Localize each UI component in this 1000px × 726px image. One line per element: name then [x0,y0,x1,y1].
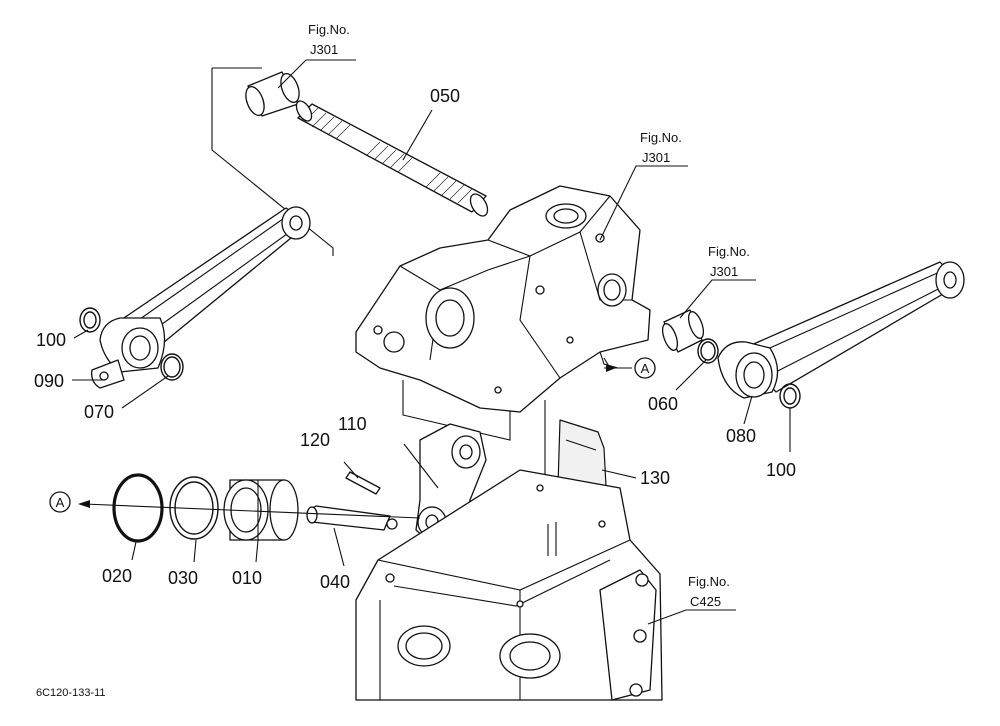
hydraulic-lift-housing [355,185,651,413]
piston-010 [223,479,299,541]
snap-ring-left [79,307,101,333]
arrow-to-a-left [78,500,90,508]
part-label-020: 020 [102,566,132,586]
part-label-100-right: 100 [766,460,796,480]
lift-arm-right [717,261,965,399]
part-label-010: 010 [232,568,262,588]
fig-ref-label: Fig.No. [688,574,730,589]
o-ring-070 [160,353,184,381]
fig-ref-number: J301 [710,264,738,279]
marker-a-left-text: A [56,495,65,510]
marker-a-right-text: A [641,361,650,376]
part-label-040: 040 [320,572,350,592]
axis-line-piston [83,503,421,519]
piston-rod-040 [306,505,398,531]
o-ring-060 [697,338,719,364]
drawing-code: 6C120-133-11 [36,687,106,699]
lift-arm-left [91,206,311,389]
pin-120 [345,471,381,495]
part-label-090: 090 [34,371,64,391]
fig-ref-label: Fig.No. [640,130,682,145]
bushing-top [245,71,300,117]
fig-ref-j301-right: Fig.No. J301 [708,244,750,279]
part-label-030: 030 [168,568,198,588]
part-label-080: 080 [726,426,756,446]
part-label-100-left: 100 [36,330,66,350]
part-label-070: 070 [84,402,114,422]
part-label-130: 130 [640,468,670,488]
part-label-050: 050 [430,86,460,106]
fig-ref-label: Fig.No. [308,22,350,37]
part-label-060: 060 [648,394,678,414]
splined-lift-shaft [295,100,489,217]
fig-ref-j301-top: Fig.No. J301 [308,22,350,57]
part-label-110: 110 [338,414,367,434]
o-ring-020 [112,473,164,543]
circle-marker-a-left: A [49,491,71,513]
part-label-120: 120 [300,430,330,450]
arrow-to-a-right [604,364,630,372]
snap-ring-right [779,383,801,409]
circle-marker-a-right: A [634,357,656,379]
fig-ref-j301-housing: Fig.No. J301 [640,130,682,165]
fig-ref-c425: Fig.No. C425 [688,574,730,609]
transmission-case [355,469,663,701]
leader-lines [72,59,791,625]
fig-ref-number: J301 [310,42,338,57]
fig-ref-number: C425 [690,594,721,609]
fig-ref-number: J301 [642,150,670,165]
fig-ref-label: Fig.No. [708,244,750,259]
bushing-right [661,309,705,353]
